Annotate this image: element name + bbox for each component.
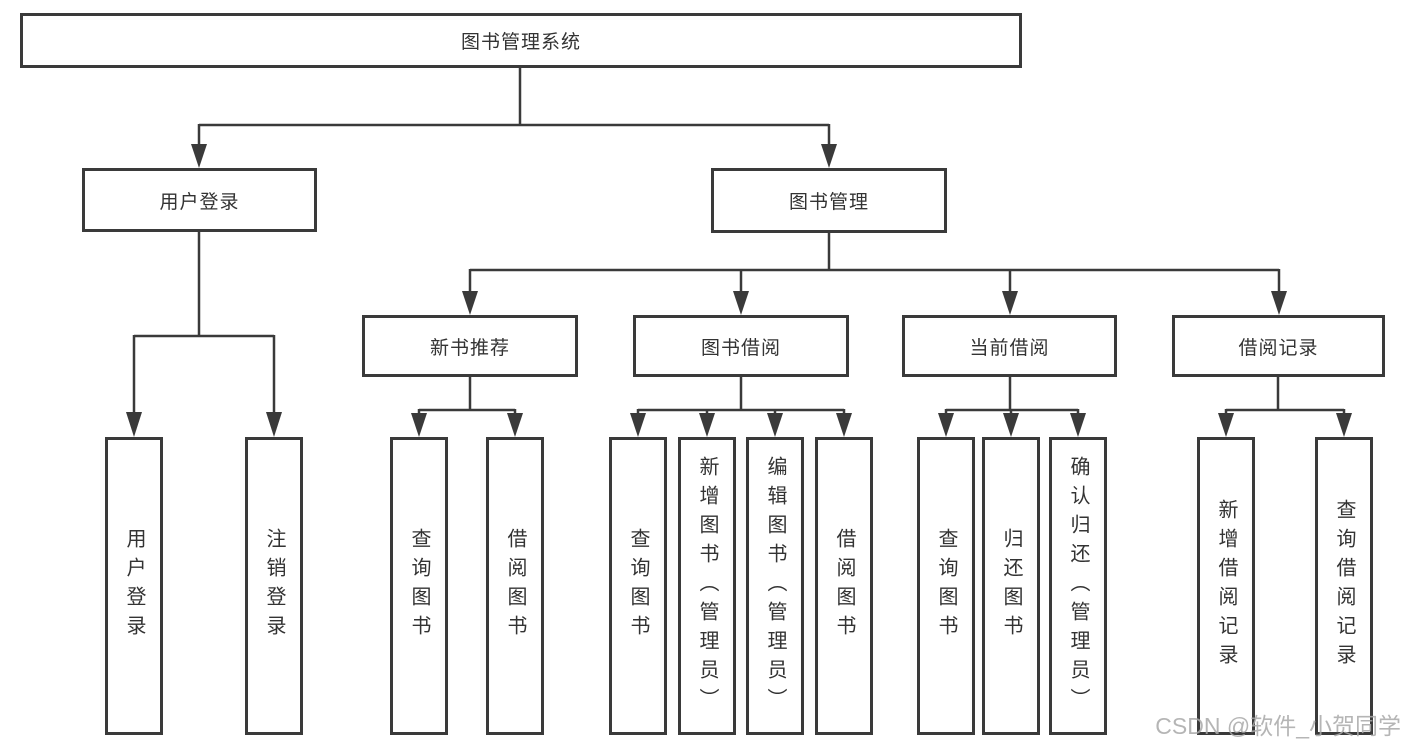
- leaf-label: 查询图书: [408, 528, 430, 644]
- leaf-search-book-recommend: 查询图书: [390, 437, 448, 735]
- leaf-label: 借阅图书: [833, 528, 855, 644]
- node-book-borrow: 图书借阅: [633, 315, 849, 377]
- leaf-add-borrow-record: 新增借阅记录: [1197, 437, 1255, 735]
- leaf-label: 查询图书: [627, 528, 649, 644]
- arrowhead-icons: [126, 144, 1352, 437]
- leaf-label: 借阅图书: [504, 528, 526, 644]
- leaf-edit-book-admin: 编辑图书（管理员）: [746, 437, 804, 735]
- leaf-search-book-current: 查询图书: [917, 437, 975, 735]
- leaf-label: 确认归还（管理员）: [1067, 455, 1089, 717]
- leaf-label: 归还图书: [1000, 528, 1022, 644]
- watermark: CSDN @软件_小贺同学: [1155, 713, 1401, 739]
- leaf-logout: 注销登录: [245, 437, 303, 735]
- node-label: 当前借阅: [969, 337, 1050, 359]
- node-label: 新书推荐: [429, 337, 510, 359]
- leaf-label: 查询借阅记录: [1333, 499, 1355, 673]
- leaf-label: 查询图书: [935, 528, 957, 644]
- leaf-search-book-borrow: 查询图书: [609, 437, 667, 735]
- leaf-user-login: 用户登录: [105, 437, 163, 735]
- node-label: 图书管理系统: [460, 32, 581, 53]
- node-label: 用户登录: [159, 191, 240, 213]
- leaf-borrow-book: 借阅图书: [815, 437, 873, 735]
- leaf-confirm-return-admin: 确认归还（管理员）: [1049, 437, 1107, 735]
- node-label: 借阅记录: [1238, 337, 1319, 359]
- node-book-management: 图书管理: [711, 168, 947, 233]
- node-label: 图书借阅: [700, 337, 781, 359]
- node-library-system: 图书管理系统: [20, 13, 1022, 68]
- leaf-label: 新增借阅记录: [1215, 499, 1237, 673]
- leaf-search-borrow-record: 查询借阅记录: [1315, 437, 1373, 735]
- node-user-login: 用户登录: [82, 168, 317, 232]
- leaf-label: 编辑图书（管理员）: [764, 455, 786, 717]
- node-borrow-records: 借阅记录: [1172, 315, 1385, 377]
- leaf-borrow-book-recommend: 借阅图书: [486, 437, 544, 735]
- node-new-book-recommend: 新书推荐: [362, 315, 578, 377]
- leaf-label: 用户登录: [123, 528, 145, 644]
- leaf-add-book-admin: 新增图书（管理员）: [678, 437, 736, 735]
- node-current-borrow: 当前借阅: [902, 315, 1117, 377]
- leaf-label: 新增图书（管理员）: [696, 455, 718, 717]
- node-label: 图书管理: [788, 192, 869, 213]
- leaf-label: 注销登录: [263, 528, 285, 644]
- leaf-return-book: 归还图书: [982, 437, 1040, 735]
